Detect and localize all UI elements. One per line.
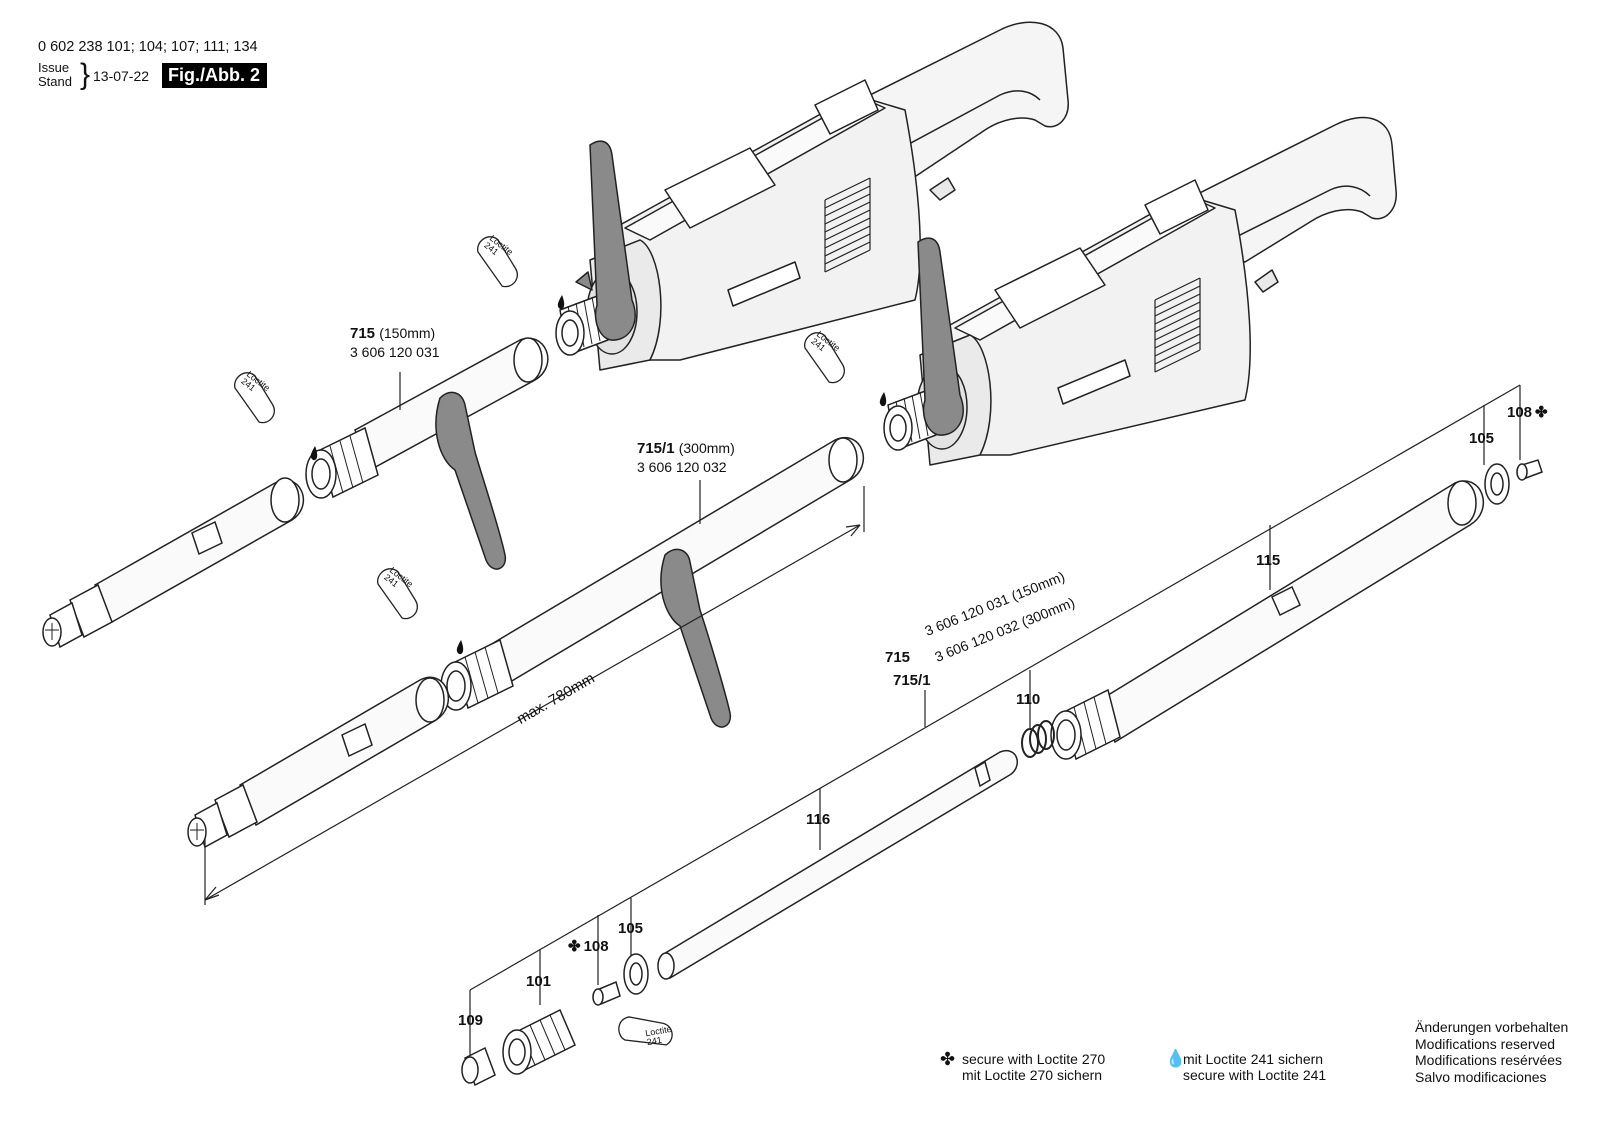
dimension-line bbox=[204, 486, 865, 905]
brace-glyph: } bbox=[80, 58, 91, 91]
shaft-icon bbox=[187, 676, 449, 849]
callout-116: 116 bbox=[806, 811, 831, 828]
shaft-icon bbox=[440, 437, 865, 728]
callout-715-code: 3 606 120 031 bbox=[350, 344, 440, 360]
callout-105-bottom: 105 bbox=[618, 920, 644, 937]
callout-715: 715 (150mm) bbox=[350, 325, 436, 342]
clover-icon: ✤ bbox=[940, 1049, 956, 1069]
callout-715-1-code: 3 606 120 032 bbox=[637, 459, 727, 475]
grinder-motor-icon bbox=[555, 21, 1069, 371]
modification-notes: Änderungen vorbehalten Modifications res… bbox=[1415, 1019, 1569, 1085]
callout-715-1: 715/1 (300mm) bbox=[637, 440, 735, 457]
callout-101: 101 bbox=[526, 973, 552, 990]
exploded-assembly bbox=[461, 459, 1543, 1087]
shaft-icon bbox=[42, 477, 304, 649]
callout-715-row-number: 715 bbox=[885, 649, 911, 666]
grinder-motor-icon bbox=[883, 116, 1397, 466]
shaft-icon bbox=[305, 337, 549, 570]
drop-icon bbox=[310, 295, 887, 655]
callout-105-top: 105 bbox=[1469, 430, 1495, 447]
clover-icon: ✤ bbox=[1535, 404, 1548, 421]
callout-715-1-row-number: 715/1 bbox=[893, 672, 931, 689]
leader-lines bbox=[399, 372, 1521, 1055]
model-numbers: 0 602 238 101; 104; 107; 111; 134 bbox=[38, 39, 258, 55]
issue-date: 13-07-22 bbox=[93, 68, 150, 84]
issue-label: Issue Stand bbox=[38, 60, 72, 89]
legend-loctite-270: secure with Loctite 270 mit Loctite 270 … bbox=[962, 1051, 1106, 1083]
figure-label: Fig./Abb. 2 bbox=[162, 63, 267, 88]
callout-108-top: 108✤ bbox=[1507, 404, 1548, 421]
drop-icon: 💧 bbox=[1165, 1049, 1187, 1068]
callout-108-bottom: ✤108 bbox=[568, 938, 609, 955]
callout-110: 110 bbox=[1016, 691, 1041, 708]
legend-loctite-241: mit Loctite 241 sichern secure with Loct… bbox=[1183, 1051, 1327, 1083]
callout-109: 109 bbox=[458, 1012, 484, 1029]
clover-icon: ✤ bbox=[568, 938, 581, 955]
callout-115: 115 bbox=[1256, 552, 1281, 569]
spring-icon bbox=[1021, 720, 1055, 758]
